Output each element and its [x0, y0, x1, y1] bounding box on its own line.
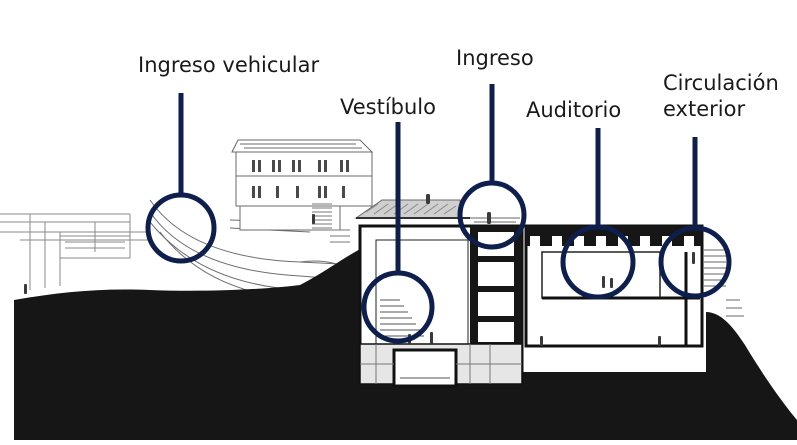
callout-circle-auditorio	[560, 224, 636, 300]
label-circulacion-line-2: exterior	[663, 97, 746, 121]
callout-markers	[145, 84, 732, 344]
lower-structure	[358, 217, 524, 388]
label-circulacion-exterior: Circulación exterior	[663, 70, 779, 122]
callout-circle-vestibulo	[361, 270, 435, 344]
callout-circle-ingreso-vehicular	[145, 192, 217, 264]
label-vestibulo: Vestíbulo	[340, 95, 436, 119]
callout-circle-ingreso	[457, 180, 527, 250]
side-stairs	[312, 203, 350, 243]
left-retaining-walls	[0, 213, 150, 290]
callout-circle-circulacion-exterior	[658, 225, 732, 299]
hillside-building	[231, 139, 374, 231]
ground-mass	[14, 248, 797, 440]
hillside-building-windows	[252, 160, 349, 198]
label-ingreso-vehicular: Ingreso vehicular	[138, 53, 320, 77]
label-circulacion-line-1: Circulación	[663, 71, 779, 95]
label-ingreso: Ingreso	[456, 46, 534, 70]
entrance-canopy	[354, 199, 470, 219]
scale-figures	[24, 194, 695, 346]
label-auditorio: Auditorio	[526, 98, 622, 122]
